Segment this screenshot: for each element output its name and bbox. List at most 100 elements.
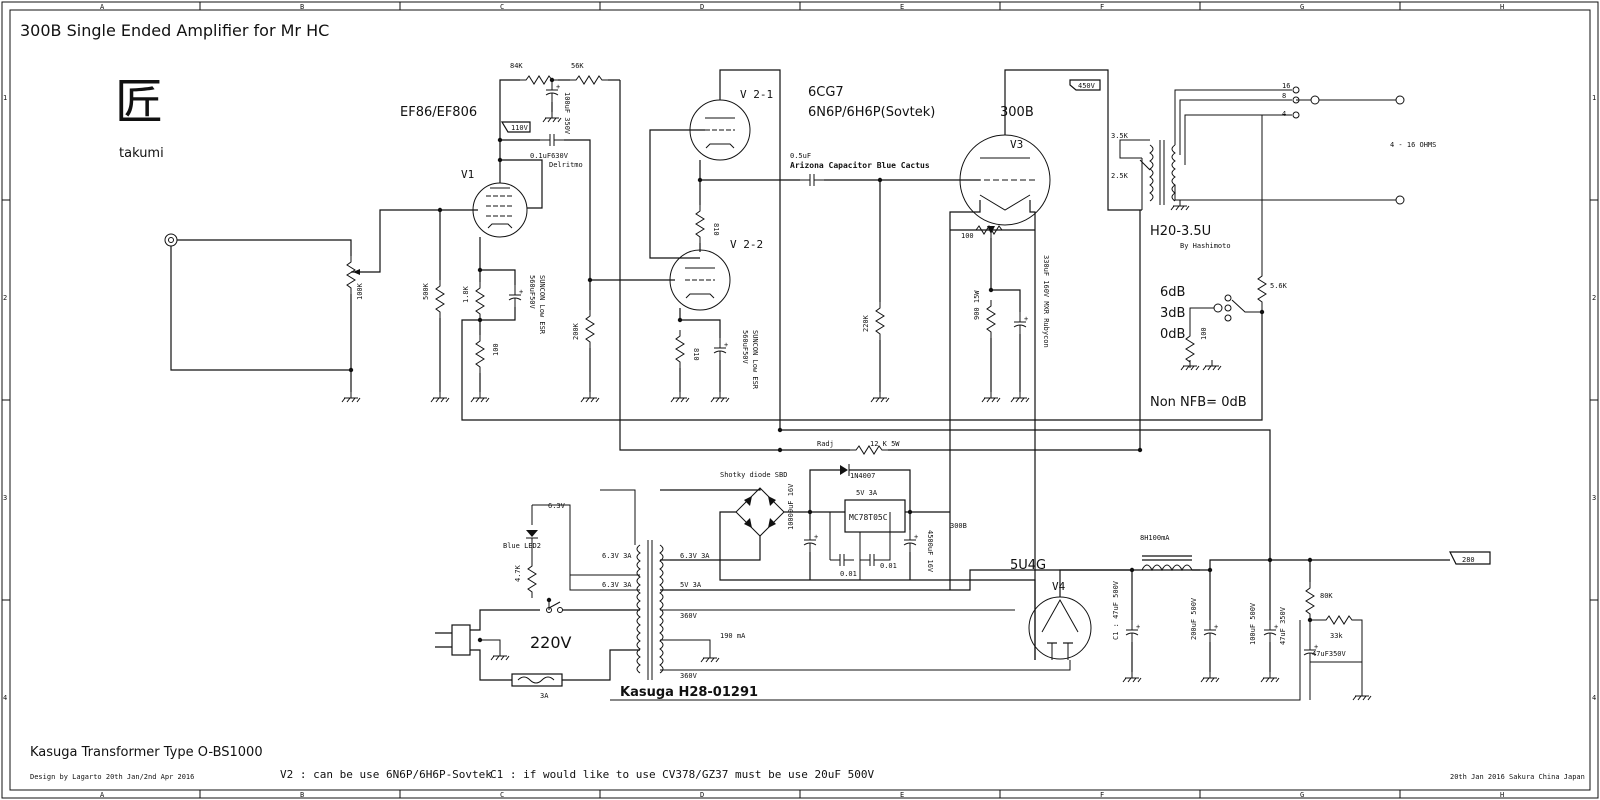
c560b-label: 560uF50V — [741, 330, 749, 365]
impedance-label: 4 - 16 OHMS — [1390, 141, 1436, 149]
col-label-f-bottom: F — [1100, 791, 1104, 799]
led-label: Blue LED2 — [503, 542, 541, 550]
power-tx-label: Kasuga H28-01291 — [620, 685, 758, 700]
hv-rectifier-filter: V4 5U4G 8H100mA C1 : 47uF 500V 200uF 500… — [610, 534, 1491, 701]
voltage-tag-450v: 450V — [1069, 79, 1101, 91]
col-label-g-bottom: G — [1300, 791, 1304, 799]
notes-block: Kasuga Transformer Type O-BS1000 Design … — [30, 745, 1585, 781]
driver-stage: V 2-1 810 V 2-2 810 560uF50V SUNCON Low … — [649, 69, 935, 430]
r56k-fb-label: 5.6K — [1270, 282, 1288, 290]
v3-type-label: 300B — [1000, 105, 1034, 120]
row-label-2-right: 2 — [1592, 294, 1596, 302]
pot100-label: 100 — [961, 232, 974, 240]
design-credit: Design by Lagarto 20th Jan/2nd Apr 2016 — [30, 773, 194, 781]
svg-text:5V 3A: 5V 3A — [856, 489, 878, 497]
by-hashimoto-label: By Hashimoto — [1180, 242, 1231, 250]
c10000-label: 10000uF 16V — [787, 483, 795, 530]
input-jack[interactable] — [164, 233, 178, 247]
r12k-label: 12 K 5W — [870, 440, 900, 448]
suncon-a-label: SUNCON Low ESR — [538, 275, 546, 335]
row-label-1-right: 1 — [1592, 94, 1596, 102]
col-label-b: B — [300, 3, 304, 11]
input-stage: 100K 500K V1 EF86/EF806 84K 56K — [164, 62, 1263, 421]
v4-label: V4 — [1052, 580, 1066, 593]
sec-5v-right-label: 5V 3A — [680, 581, 702, 589]
choke-label: 8H100mA — [1140, 534, 1170, 542]
v63-label: 6.3V — [548, 502, 566, 510]
output-transformer: 3.5K 2.5K 16 8 4 4 - 16 OHMS H20-3.5U By… — [1111, 82, 1436, 410]
c4500-label: 4500uF 16V — [926, 530, 934, 573]
v2-1-label: V 2-1 — [740, 88, 773, 101]
bridge-rectifier — [735, 487, 785, 537]
output-tx-label: H20-3.5U — [1150, 224, 1211, 239]
v4-type-label: 5U4G — [1010, 558, 1046, 573]
tap-25k-label: 2.5K — [1111, 172, 1129, 180]
transformer-type-note: Kasuga Transformer Type O-BS1000 — [30, 745, 263, 760]
v2-2-triode — [669, 249, 731, 311]
row-label-4: 4 — [3, 694, 7, 702]
v4-rectifier-5u4g — [1028, 596, 1092, 660]
mains-voltage-label: 220V — [530, 633, 572, 652]
c001b-label: 0.01 — [880, 562, 897, 570]
ma-190-label: 190 mA — [720, 632, 746, 640]
suncon-b-label: SUNCON Low ESR — [751, 330, 759, 390]
col-label-e-bottom: E — [900, 791, 904, 799]
v2-substitution-note: V2 : can be use 6N6P/6H6P-Sovtek — [280, 768, 492, 781]
tap-8-label: 8 — [1282, 92, 1286, 100]
col-label-c-bottom: C — [500, 791, 504, 799]
fuse — [511, 673, 563, 687]
col-label-b-bottom: B — [300, 791, 304, 799]
c1-label: C1 : 47uF 500V — [1112, 580, 1120, 640]
col-label-d-bottom: D — [700, 791, 704, 799]
c560a-label: 560uF50V — [528, 275, 536, 310]
svg-text:110V: 110V — [511, 124, 529, 132]
row-label-2: 2 — [3, 294, 7, 302]
col-label-h: H — [1500, 3, 1504, 11]
v1-pentode — [472, 182, 528, 238]
col-label-h-bottom: H — [1500, 791, 1504, 799]
logo-caption: takumi — [119, 146, 164, 161]
r56k-label: 56K — [571, 62, 584, 70]
pot-100k-label: 100K — [356, 282, 364, 300]
b-plus-tag-280: 280 — [1449, 551, 1491, 565]
hv-360v-a-label: 360V — [680, 612, 698, 620]
tap-35k-label: 3.5K — [1111, 132, 1129, 140]
r810a-label: 810 — [712, 223, 720, 236]
c01uf-label: 0.1uF630V — [530, 152, 569, 160]
svg-text:280: 280 — [1462, 556, 1475, 564]
voltage-tag-110v: 110V — [500, 121, 531, 133]
c47-350b-label: 47uF350V — [1312, 650, 1347, 658]
c100uf-label: 100uF 350V — [563, 92, 571, 135]
mains-plug[interactable] — [435, 624, 471, 656]
v1-type-label: EF86/EF806 — [400, 105, 477, 120]
svg-text:MC78T05C: MC78T05C — [849, 513, 888, 522]
tap-4-label: 4 — [1282, 110, 1286, 118]
nfb-6db-label: 6dB — [1160, 285, 1185, 300]
r47k-label: 4.7K — [514, 564, 522, 582]
r900-label: 900 15W — [973, 290, 981, 320]
power-transformer: 6.3V 3A 6.3V 3A 6.3V 3A 5V 3A 360V 360V … — [569, 489, 1200, 700]
volume-potentiometer[interactable] — [346, 209, 478, 370]
radj-label: Radj — [817, 440, 834, 448]
r200k-label: 200K — [572, 322, 580, 340]
coupling-network: 0.5uF Arizona Capacitor Blue Cactus 220K — [790, 152, 980, 403]
c05uf-label: 0.5uF — [790, 152, 811, 160]
delritmo-label: Delritmo — [549, 161, 583, 169]
c47-350a-label: 47uF 350V — [1279, 606, 1287, 645]
svg-text:450V: 450V — [1078, 82, 1096, 90]
diode-1n4007-label: 1N4007 — [850, 472, 875, 480]
sec-63v-right-label: 6.3V 3A — [680, 552, 710, 560]
non-nfb-label: Non NFB= 0dB — [1150, 395, 1247, 410]
col-label-g: G — [1300, 3, 1304, 11]
col-label-a: A — [100, 3, 105, 11]
r810b-label: 810 — [692, 348, 700, 361]
v3-label: V3 — [1010, 138, 1023, 151]
r84k-label: 84K — [510, 62, 523, 70]
to-300b-label: 300B — [950, 522, 967, 530]
c1-substitution-note: C1 : if would like to use CV378/GZ37 mus… — [490, 768, 874, 781]
col-label-a-bottom: A — [100, 791, 105, 799]
shotky-label: Shotky diode SBD — [720, 471, 787, 479]
sec-63v-b-left-label: 6.3V 3A — [602, 581, 632, 589]
